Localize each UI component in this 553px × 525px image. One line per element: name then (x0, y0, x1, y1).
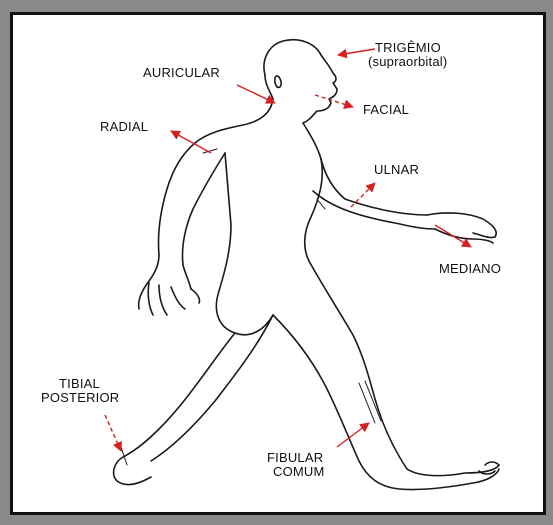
front-leg-front (309, 261, 499, 476)
label-fibular-comum: COMUM (273, 465, 325, 479)
front-hand (427, 213, 496, 243)
label-auricular: AURICULAR (143, 66, 220, 80)
front-arm-lower (313, 191, 435, 229)
back-line (219, 153, 231, 291)
nerve-arrows (105, 49, 471, 451)
back-shoulder (195, 99, 273, 143)
tibial-arrow (105, 415, 121, 451)
label-tibial-posterior: POSTERIOR (41, 391, 119, 405)
radial-arrow (171, 131, 211, 153)
label-mediano: MEDIANO (439, 262, 501, 276)
label-trigemio: TRIGÊMIO (375, 41, 441, 55)
label-tibial: TIBIAL (59, 377, 100, 391)
label-facial: FACIAL (363, 103, 409, 117)
label-radial: RADIAL (100, 120, 148, 134)
auricular-arrow (237, 85, 275, 103)
ear (275, 76, 281, 87)
fibular-arrow (337, 423, 369, 447)
label-ulnar: ULNAR (374, 163, 419, 177)
mediano-arrow (435, 225, 471, 247)
back-arm-outer (149, 143, 195, 281)
label-fibular: FIBULAR (267, 451, 323, 465)
back-leg-front (151, 315, 273, 461)
back-leg-rear (114, 333, 235, 484)
label-trigemio-supraorbital: (supraorbital) (368, 55, 447, 69)
back-arm-inner (182, 153, 225, 289)
buttock (216, 291, 273, 335)
ulnar-arrow (351, 183, 375, 207)
chest-front (305, 159, 323, 261)
back-of-head (265, 75, 273, 99)
throat-chest (303, 123, 321, 159)
illustration-panel: TRIGÊMIO (supraorbital) AURICULAR FACIAL… (10, 12, 546, 515)
